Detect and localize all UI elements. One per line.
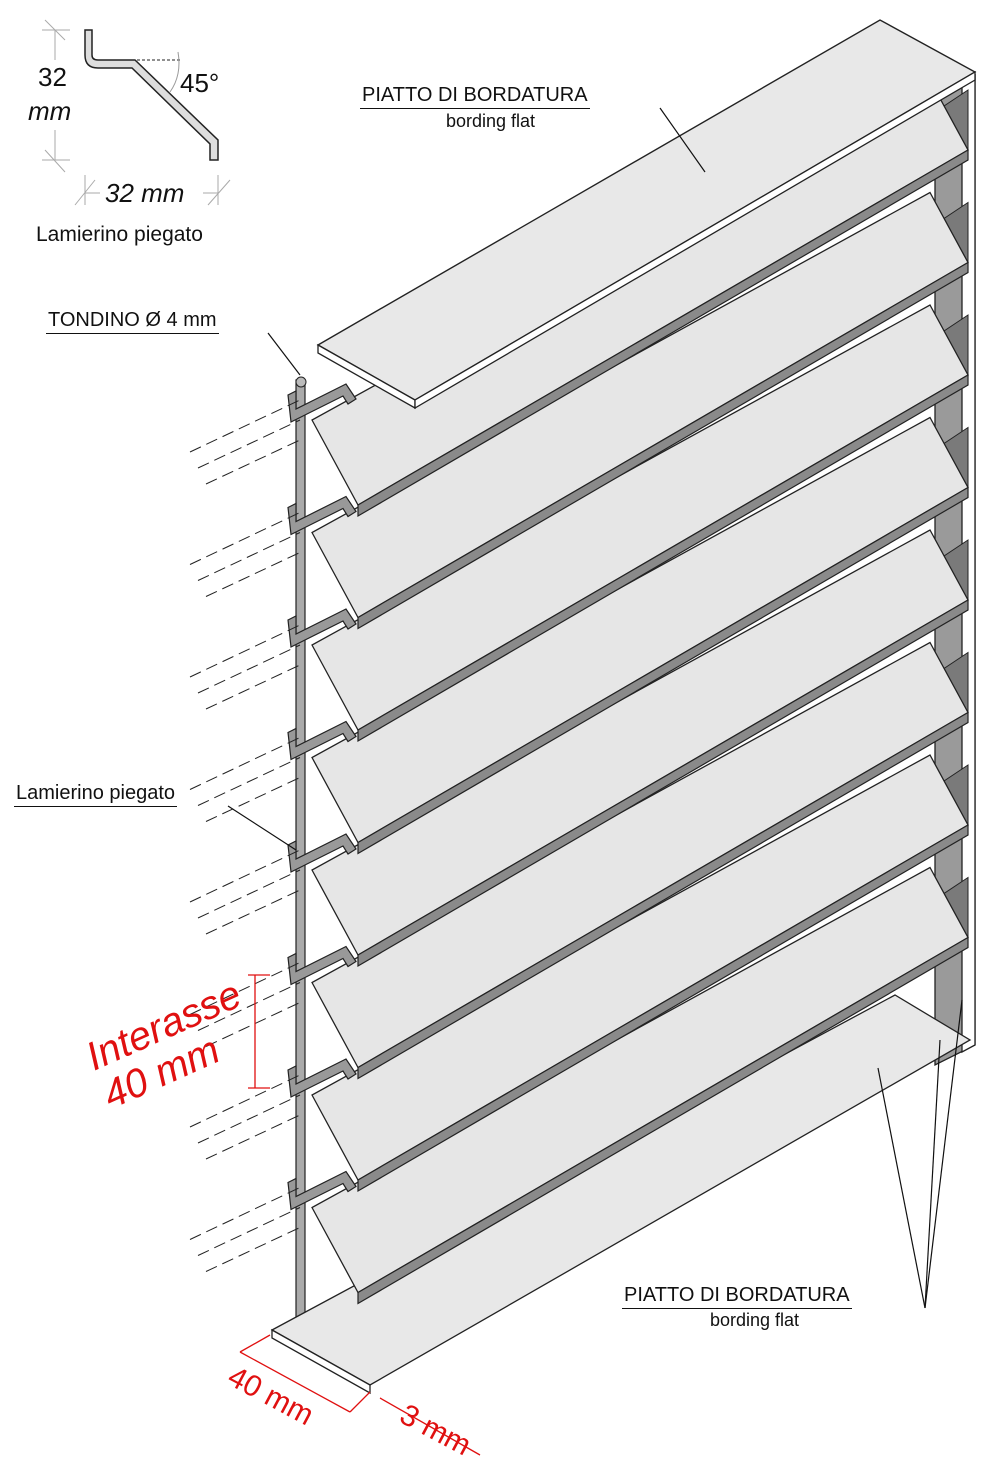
slat-edge	[357, 936, 969, 1305]
profile-detail-icon	[42, 19, 231, 206]
bottom-flat-label-en: bording flat	[710, 1310, 800, 1330]
slat-profile	[287, 1058, 357, 1098]
slat-profile	[287, 720, 357, 761]
top-flat-label: PIATTO DI BORDATURA	[360, 84, 590, 109]
slat-profile	[287, 608, 357, 648]
slat-projection-line	[189, 512, 301, 565]
slat-projection-line	[189, 737, 301, 790]
rod-label: TONDINO Ø 4 mm	[46, 309, 219, 334]
slat-profile	[287, 1170, 357, 1211]
slat-edge	[357, 486, 969, 855]
rod-top	[295, 376, 307, 388]
slat-profile	[287, 945, 357, 986]
slat-projection-line	[189, 849, 301, 903]
profile-height-value: 32	[38, 62, 67, 92]
slat-profile	[287, 383, 357, 423]
slat-projection-line	[197, 757, 301, 806]
profile-height-unit: mm	[28, 96, 72, 126]
profile-caption: Lamierino piegato	[36, 223, 203, 246]
profile-angle-label: 45°	[180, 68, 220, 98]
slat-edge	[357, 373, 969, 743]
slat-edge	[357, 261, 969, 630]
top-flat-front-edge	[414, 70, 976, 410]
slat-projection-line	[189, 1187, 301, 1240]
slat-projection-line	[189, 1074, 301, 1128]
slat-projection-line	[189, 399, 301, 453]
profile-width-label: 32 mm	[105, 178, 185, 208]
slat-projection-line	[197, 532, 301, 581]
slat-projection-line	[197, 1094, 301, 1144]
slat-profile	[287, 495, 357, 536]
slat-edge	[357, 598, 969, 968]
slat-projection-line	[205, 889, 301, 935]
slat-projection-line	[197, 644, 301, 694]
top-flat-label-en: bording flat	[446, 111, 536, 131]
slat-projection-line	[197, 1207, 301, 1256]
slat-projection-line	[197, 869, 301, 919]
slat-profile	[287, 833, 357, 873]
slat-projection-line	[205, 1114, 301, 1160]
slat-edge	[357, 148, 969, 518]
slat-projection-line	[205, 439, 301, 485]
slat-edge	[357, 823, 969, 1193]
bottom-flat-label: PIATTO DI BORDATURA	[622, 1284, 852, 1309]
slat-projection-line	[197, 982, 301, 1031]
slat-projection-line	[205, 552, 301, 597]
slat-edge	[357, 711, 969, 1080]
slat-projection-line	[205, 664, 301, 710]
slat-projection-line	[189, 962, 301, 1015]
leader-lines	[227, 107, 963, 1309]
bottom-flat-edge	[271, 1328, 371, 1395]
slat-projection-line	[197, 419, 301, 469]
slat-projection-line	[205, 777, 301, 822]
dimension-lines	[239, 974, 481, 1456]
slat-projection-line	[189, 624, 301, 678]
slat-label: Lamierino piegato	[14, 782, 177, 807]
slat-projection-line	[205, 1227, 301, 1272]
